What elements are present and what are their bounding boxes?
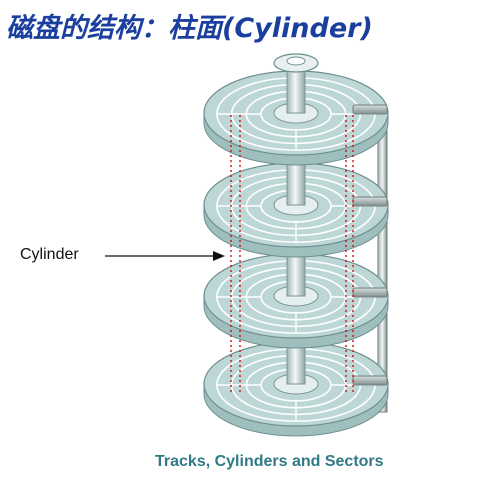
title-chinese: 磁盘的结构：柱面 (6, 13, 222, 44)
read-write-arm (352, 375, 388, 386)
platter (203, 341, 389, 437)
diagram-caption: Tracks, Cylinders and Sectors (155, 453, 384, 470)
read-write-arm (352, 287, 388, 298)
read-write-arm (352, 104, 388, 115)
spindle-cap-center (286, 56, 306, 66)
read-write-arm (352, 196, 388, 207)
title-english: (Cylinder) (222, 13, 373, 44)
cylinder-pointer-arrowhead (213, 251, 225, 261)
platter-stack (203, 53, 389, 437)
spindle-top (286, 65, 306, 114)
cylinder-label: Cylinder (20, 246, 79, 263)
page-title: 磁盘的结构：柱面(Cylinder) (6, 6, 373, 45)
platter (203, 162, 389, 297)
